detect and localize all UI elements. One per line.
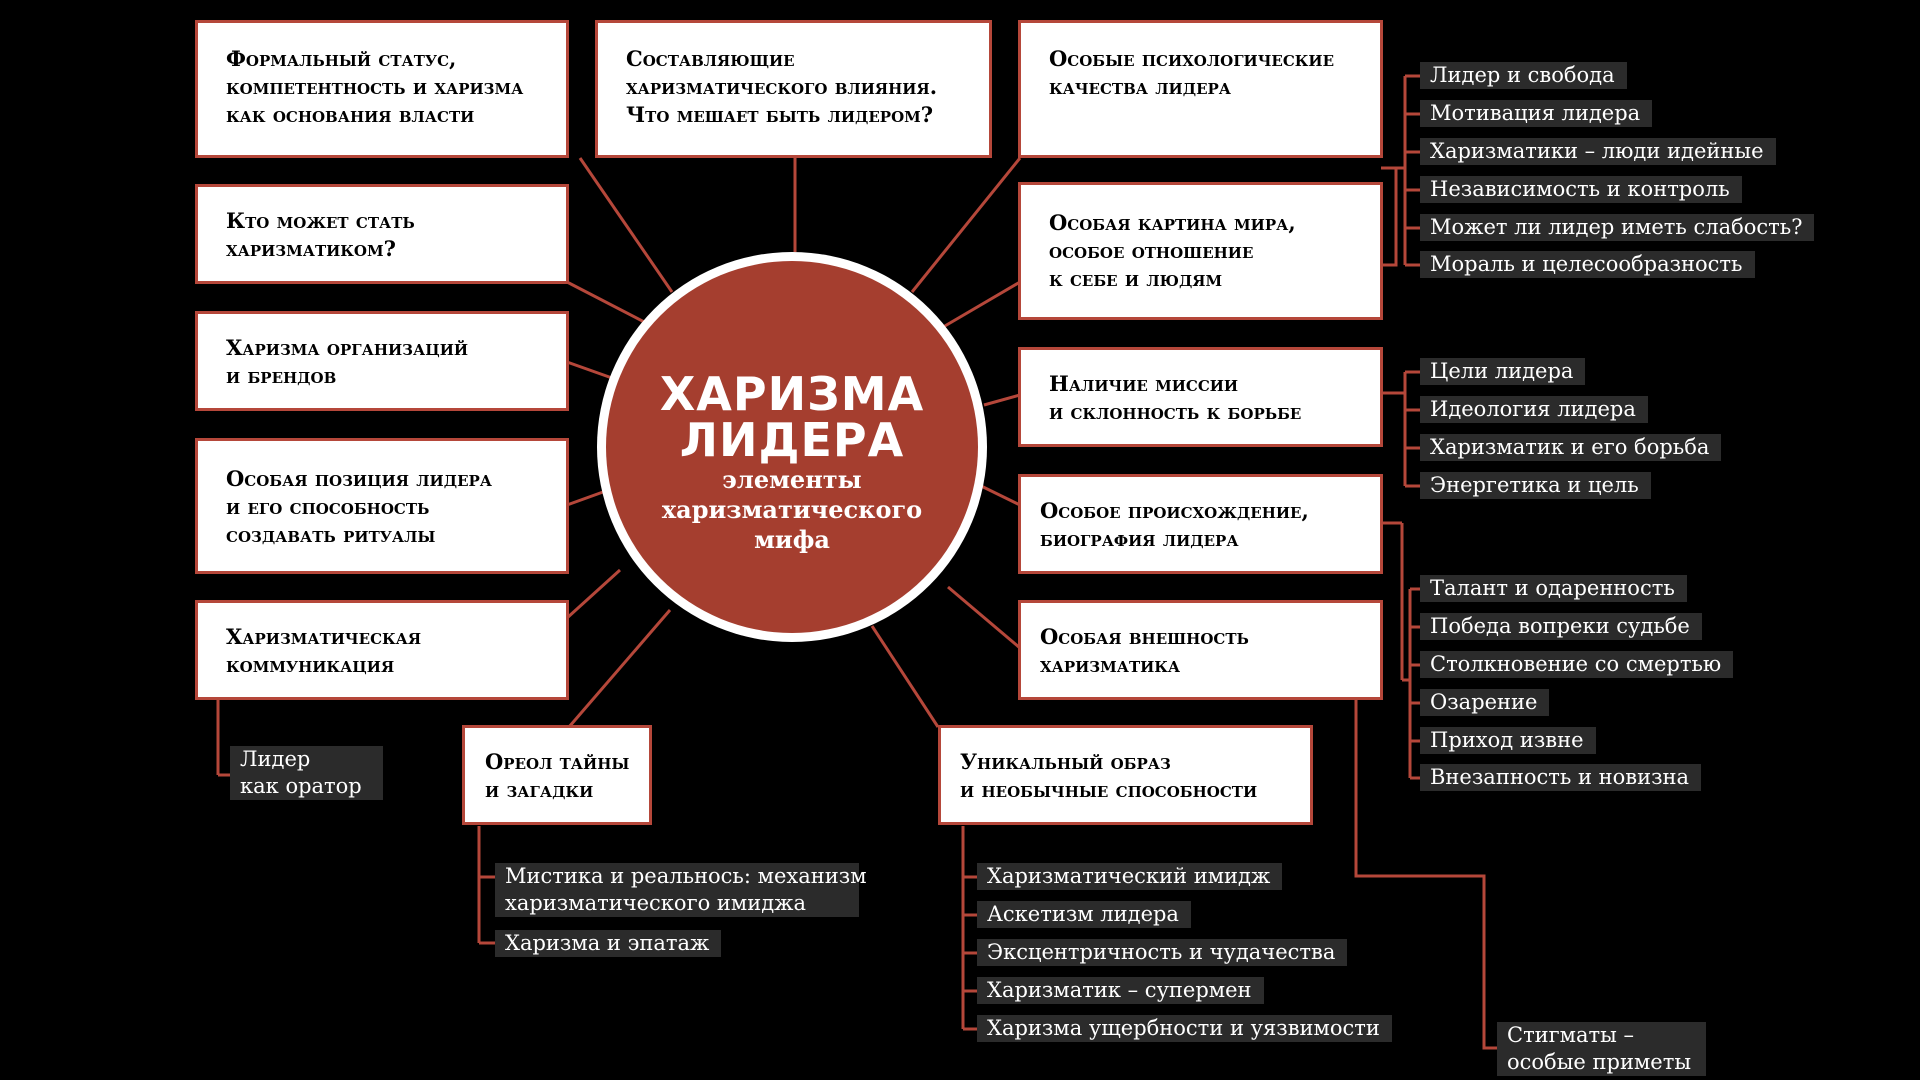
- box-line: компетентность и харизма: [226, 74, 524, 99]
- tag-line: харизматического имиджа: [505, 891, 806, 915]
- central-title-line-2: ЛИДЕРА: [679, 413, 905, 467]
- box-line: особое отношение: [1049, 238, 1254, 263]
- central-subtitle-line-2: харизматического: [661, 495, 923, 524]
- box-line: Особые психологические: [1049, 46, 1335, 71]
- box-line: Особая позиция лидера: [226, 466, 493, 491]
- tag-item-stigmata: Стигматы – особые приметы: [1497, 1022, 1706, 1076]
- central-circle: ХАРИЗМА ЛИДЕРА элементы харизматического…: [597, 252, 987, 642]
- tag-line: Лидер: [240, 747, 311, 771]
- box-mission[interactable]: Наличие миссии и склонность к борьбе: [1018, 347, 1383, 447]
- box-line: Харизматическая: [226, 624, 422, 649]
- tag-item: Цели лидера: [1420, 358, 1586, 385]
- tag-line: как оратор: [240, 774, 362, 798]
- tag-item: Озарение: [1420, 689, 1550, 716]
- central-title-line-1: ХАРИЗМА: [659, 367, 925, 421]
- box-line: Формальный статус,: [226, 46, 457, 71]
- box-line: и необычные способности: [960, 777, 1258, 802]
- box-line: харизматиком?: [226, 236, 396, 261]
- tag-item: Идеология лидера: [1420, 396, 1648, 423]
- box-origin[interactable]: Особое происхождение, биография лидера: [1018, 474, 1383, 574]
- tag-item: Харизматики – люди идейные: [1420, 138, 1776, 165]
- tag-line: Стигматы –: [1507, 1023, 1635, 1047]
- tag-item: Харизматик и его борьба: [1420, 434, 1722, 461]
- box-components[interactable]: Составляющие харизматического влияния. Ч…: [595, 20, 992, 158]
- box-organizations-brands[interactable]: Харизма организаций и брендов: [195, 311, 569, 411]
- tag-item: Независимость и контроль: [1420, 176, 1742, 203]
- box-line: и брендов: [226, 363, 337, 388]
- tag-item: Лидер и свобода: [1420, 62, 1627, 89]
- box-line: биография лидера: [1040, 526, 1239, 551]
- box-appearance[interactable]: Особая внешность харизматика: [1018, 600, 1383, 700]
- tag-item: Победа вопреки судьбе: [1420, 613, 1702, 640]
- box-line: Харизма организаций: [226, 335, 469, 360]
- tag-item: Эксцентричность и чудачества: [977, 939, 1348, 966]
- tag-item: Харизматический имидж: [977, 863, 1283, 890]
- box-line: харизматика: [1040, 652, 1181, 677]
- box-unique-image[interactable]: Уникальный образ и необычные способности: [938, 725, 1313, 825]
- box-line: создавать ритуалы: [226, 522, 436, 547]
- box-line: как основания власти: [226, 102, 475, 127]
- central-circle-fill: ХАРИЗМА ЛИДЕРА элементы харизматического…: [606, 261, 978, 633]
- tag-item: Аскетизм лидера: [977, 901, 1191, 928]
- box-leader-position[interactable]: Особая позиция лидера и его способность …: [195, 438, 569, 574]
- box-line: и склонность к борьбе: [1049, 399, 1302, 424]
- tag-item: Мораль и целесообразность: [1420, 251, 1755, 278]
- tag-item: Харизма ущербности и уязвимости: [977, 1015, 1392, 1042]
- box-line: Что мешает быть лидером?: [626, 102, 934, 127]
- central-subtitle-line-3: мифа: [754, 525, 830, 554]
- tag-line: особые приметы: [1507, 1050, 1692, 1074]
- tag-item: Может ли лидер иметь слабость?: [1420, 214, 1815, 241]
- tag-item: Мотивация лидера: [1420, 100, 1653, 127]
- tag-item: Талант и одаренность: [1420, 575, 1687, 602]
- box-communication[interactable]: Харизматическая коммуникация: [195, 600, 569, 700]
- box-line: Особая картина мира,: [1049, 210, 1296, 235]
- box-line: качества лидера: [1049, 74, 1232, 99]
- box-line: и его способность: [226, 494, 430, 519]
- tag-item-mystics: Мистика и реальнось: механизм харизматич…: [495, 863, 867, 917]
- box-line: Составляющие: [626, 46, 795, 71]
- box-who-can-be-charismatic[interactable]: Кто может стать харизматиком?: [195, 184, 569, 284]
- tag-item-orator: Лидер как оратор: [230, 746, 383, 800]
- central-subtitle-line-1: элементы: [722, 465, 862, 494]
- box-worldview[interactable]: Особая картина мира, особое отношение к …: [1018, 182, 1383, 320]
- box-line: Уникальный образ: [960, 749, 1171, 774]
- box-line: Кто может стать: [226, 208, 415, 233]
- tag-item: Харизматик – супермен: [977, 977, 1264, 1004]
- box-psychological-qualities[interactable]: Особые психологические качества лидера: [1018, 20, 1383, 158]
- box-formal-status[interactable]: Формальный статус, компетентность и хари…: [195, 20, 569, 158]
- tag-item: Внезапность и новизна: [1420, 764, 1702, 791]
- box-line: Ореол тайны: [485, 749, 630, 774]
- box-line: к себе и людям: [1049, 266, 1223, 291]
- box-line: Наличие миссии: [1049, 371, 1239, 396]
- tag-line: Мистика и реальнось: механизм: [505, 864, 867, 888]
- box-aura-of-mystery[interactable]: Ореол тайны и загадки: [462, 725, 652, 825]
- box-line: и загадки: [485, 777, 594, 802]
- box-line: коммуникация: [226, 652, 395, 677]
- box-line: харизматического влияния.: [626, 74, 938, 99]
- tag-item: Приход извне: [1420, 727, 1596, 754]
- tag-item: Энергетика и цель: [1420, 472, 1651, 499]
- tag-item: Столкновение со смертью: [1420, 651, 1734, 678]
- box-line: Особое происхождение,: [1040, 498, 1309, 523]
- box-line: Особая внешность: [1040, 624, 1249, 649]
- tag-item: Харизма и эпатаж: [495, 930, 722, 957]
